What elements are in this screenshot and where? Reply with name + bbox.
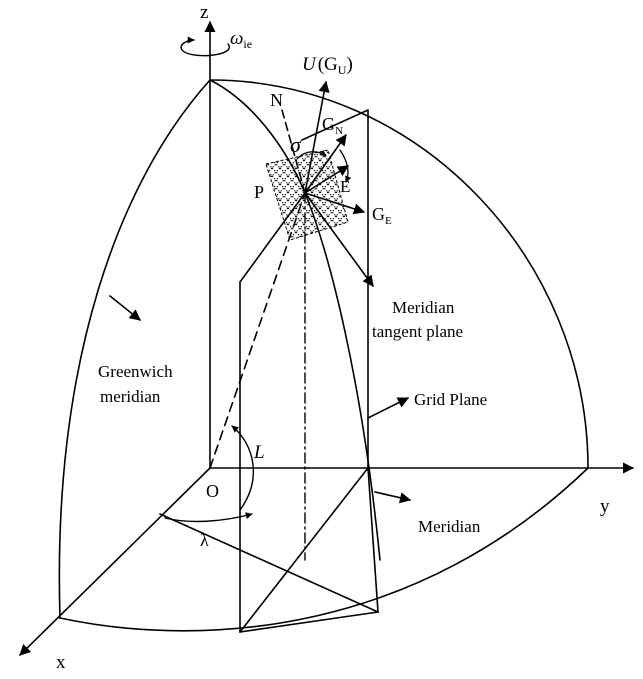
latitude-arc xyxy=(231,425,254,511)
point-label: P xyxy=(254,182,264,202)
up-symbol: U xyxy=(302,54,317,75)
ge-vector xyxy=(304,192,366,215)
up-paren-close: ) xyxy=(346,54,352,75)
greenwich-label-line2: meridian xyxy=(100,387,161,406)
ground-line-diagonal xyxy=(159,513,379,613)
up-subscript: U xyxy=(338,63,347,77)
y-axis-label: y xyxy=(600,496,610,517)
meridian-pointer xyxy=(374,491,412,504)
outer-meridian-arc xyxy=(209,79,589,469)
z-axis-label: z xyxy=(200,2,208,23)
meridian-tangent-label-line2: tangent plane xyxy=(372,322,463,341)
ge-subscript: E xyxy=(385,215,392,227)
meridian-tangent-plane xyxy=(239,192,306,633)
e-vector xyxy=(304,165,349,194)
meridian-tangent-label-line1: Meridian xyxy=(392,298,455,317)
gn-letter: G xyxy=(322,114,335,134)
ge-label: GE xyxy=(372,204,392,227)
grid-plane-pointer xyxy=(367,397,410,419)
x-axis-label: x xyxy=(56,652,66,673)
ground-line-x-parallel xyxy=(239,467,369,633)
greenwich-meridian-arc xyxy=(58,79,211,619)
x-axis xyxy=(19,467,211,656)
meridian-label: Meridian xyxy=(418,517,481,536)
gn-subscript: N xyxy=(335,125,343,137)
longitude-label: λ xyxy=(200,530,209,550)
sigma-arc xyxy=(297,149,327,159)
longitude-arc xyxy=(164,512,253,523)
latitude-label: L xyxy=(253,442,265,463)
omega-symbol: ω xyxy=(230,28,243,49)
earth-rotation-arrow xyxy=(180,36,231,57)
up-vector xyxy=(304,80,330,194)
greenwich-label-line1: Greenwich xyxy=(98,362,173,381)
east-label: E xyxy=(340,177,350,196)
e-angle-arc xyxy=(339,149,352,183)
sigma-label: σ xyxy=(290,132,302,157)
omega-subscript: ie xyxy=(243,37,252,51)
gn-vector xyxy=(304,134,347,194)
up-paren-open: (G xyxy=(318,54,338,75)
grid-plane xyxy=(301,109,379,613)
north-label: N xyxy=(270,90,283,110)
up-label: U(GU) xyxy=(302,54,353,77)
ge-letter: G xyxy=(372,204,385,224)
greenwich-pointer xyxy=(109,295,141,321)
gn-label: GN xyxy=(322,114,343,137)
omega-label: ωie xyxy=(230,28,252,51)
tangent-plane-pointer xyxy=(304,192,374,287)
equator-arc xyxy=(59,467,589,632)
grid-plane-label: Grid Plane xyxy=(414,390,487,409)
origin-label: O xyxy=(206,481,219,501)
ground-line-bottom xyxy=(239,611,379,633)
